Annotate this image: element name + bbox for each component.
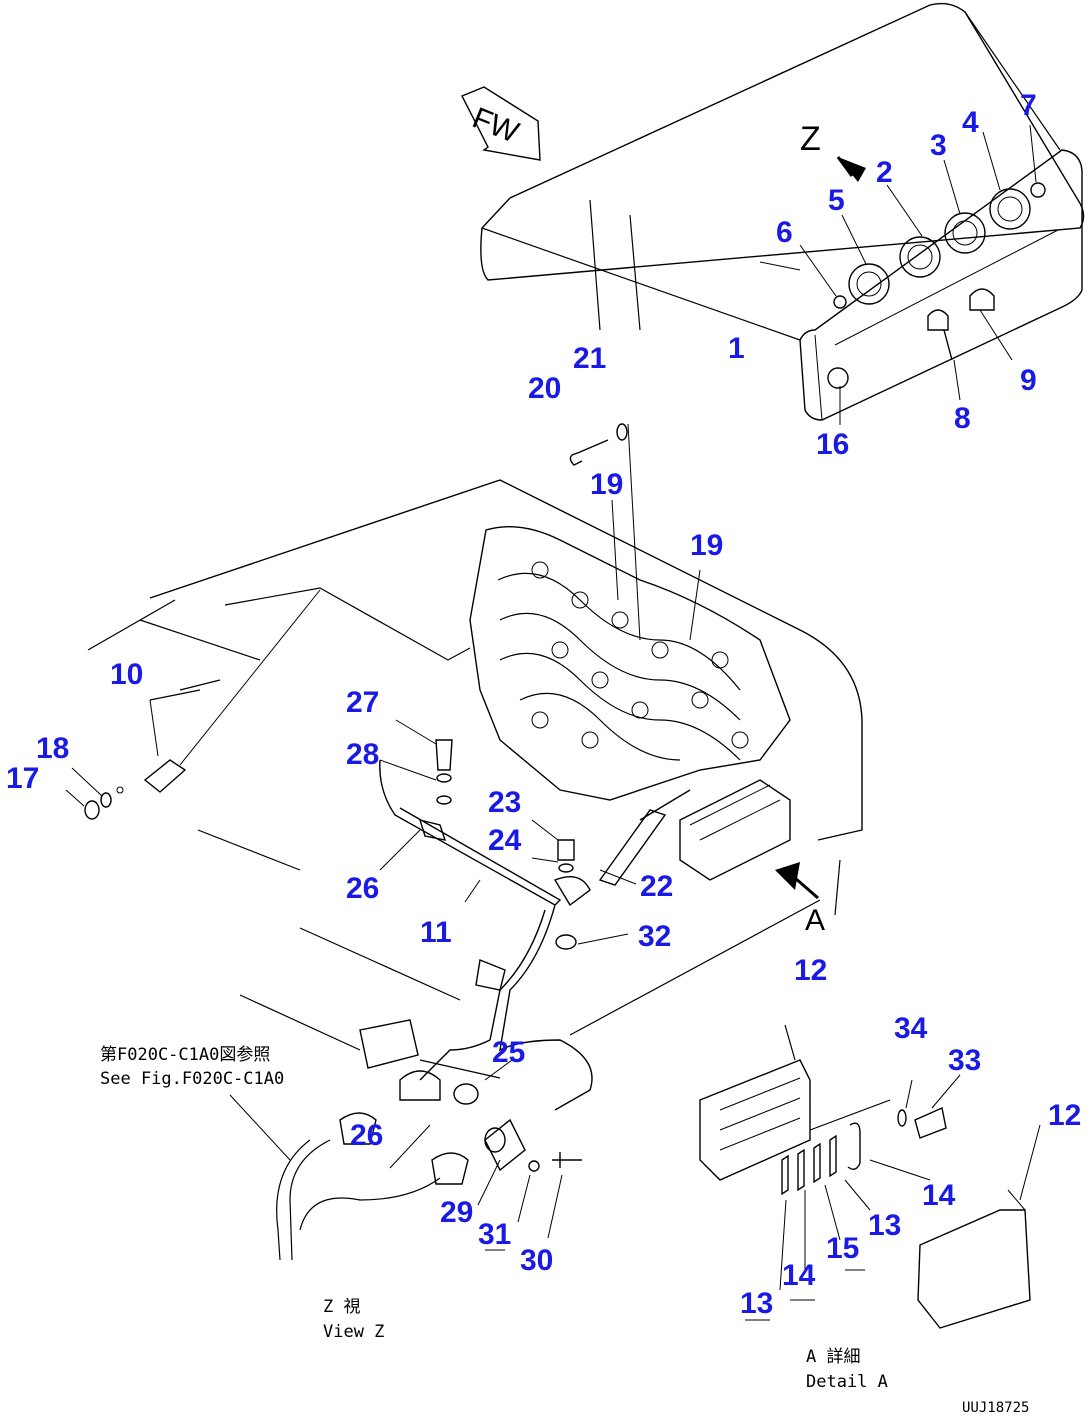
engine-harness (469, 499, 791, 801)
notes: 第F020C-C1A0図参照 See Fig.F020C-C1A0 Z 視 Vi… (100, 1045, 1029, 1416)
detail-a-arrow: A (775, 862, 825, 937)
detail-caption-en: Detail A (806, 1372, 888, 1392)
callout-26-a: 26 (346, 872, 379, 905)
view-z-letter: Z (800, 120, 821, 158)
callout-14-a: 14 (922, 1179, 956, 1212)
callout-21: 21 (573, 342, 606, 375)
callout-28: 28 (346, 738, 379, 771)
callout-11: 11 (420, 916, 452, 949)
reference-note-en: See Fig.F020C-C1A0 (100, 1069, 284, 1089)
bolt-washer-upper (569, 423, 641, 641)
callout-26-b: 26 (350, 1119, 383, 1152)
callout-4: 4 (962, 106, 979, 139)
view-caption-jp: Z 視 (323, 1297, 360, 1317)
callout-10: 10 (110, 658, 143, 691)
reference-note-jp: 第F020C-C1A0図参照 (100, 1045, 270, 1065)
callout-5: 5 (828, 184, 845, 217)
fw-arrow: FW (461, 86, 541, 161)
detail-a-letter: A (805, 904, 825, 937)
callout-30: 30 (520, 1244, 553, 1277)
callout-19-b: 19 (690, 529, 723, 562)
callout-16: 16 (816, 428, 849, 461)
leader-lines-upper (759, 124, 1037, 425)
callout-32: 32 (638, 920, 671, 953)
callout-numbers: 1 2 3 4 5 6 7 8 9 10 11 12 12 13 13 13 1… (6, 89, 1081, 1320)
fw-label: FW (468, 102, 524, 150)
sensor-group (65, 589, 321, 820)
drawing-code: UUJ18725 (962, 1400, 1029, 1416)
callout-24: 24 (488, 824, 522, 857)
detail-caption-jp: A 詳細 (806, 1347, 860, 1367)
callout-19-a: 19 (590, 468, 623, 501)
callout-15: 15 (826, 1232, 859, 1265)
detail-a-fuse-block (485, 1024, 1041, 1329)
callout-13-b: 13 (740, 1287, 773, 1320)
callout-29: 29 (440, 1196, 473, 1229)
instrument-panel (480, 2, 1085, 421)
view-caption-en: View Z (323, 1322, 384, 1342)
callout-33: 33 (948, 1044, 981, 1077)
view-z-arrow: Z (800, 120, 866, 182)
callout-34: 34 (894, 1012, 928, 1045)
engine-compartment (87, 479, 863, 1079)
callout-12-b: 12 (1048, 1099, 1081, 1132)
callout-12-a: 12 (794, 954, 827, 987)
callout-20: 20 (528, 372, 561, 405)
callout-31: 31 (478, 1218, 511, 1251)
callout-14-b: 14 (782, 1259, 816, 1292)
callout-3: 3 (930, 129, 947, 162)
harness-main (379, 719, 691, 950)
callout-17: 17 (6, 762, 39, 795)
callout-6: 6 (776, 216, 793, 249)
callout-8: 8 (954, 402, 971, 435)
harness-lower (229, 904, 593, 1261)
callout-22: 22 (640, 870, 673, 903)
callout-25: 25 (492, 1036, 525, 1069)
callout-2: 2 (876, 156, 893, 189)
callout-18: 18 (36, 732, 69, 765)
callout-1: 1 (728, 332, 745, 365)
callout-23: 23 (488, 786, 521, 819)
fuse-box (679, 779, 791, 881)
callout-7: 7 (1020, 89, 1037, 122)
callout-13-a: 13 (868, 1209, 901, 1242)
callout-9: 9 (1020, 364, 1037, 397)
callout-27: 27 (346, 686, 379, 719)
